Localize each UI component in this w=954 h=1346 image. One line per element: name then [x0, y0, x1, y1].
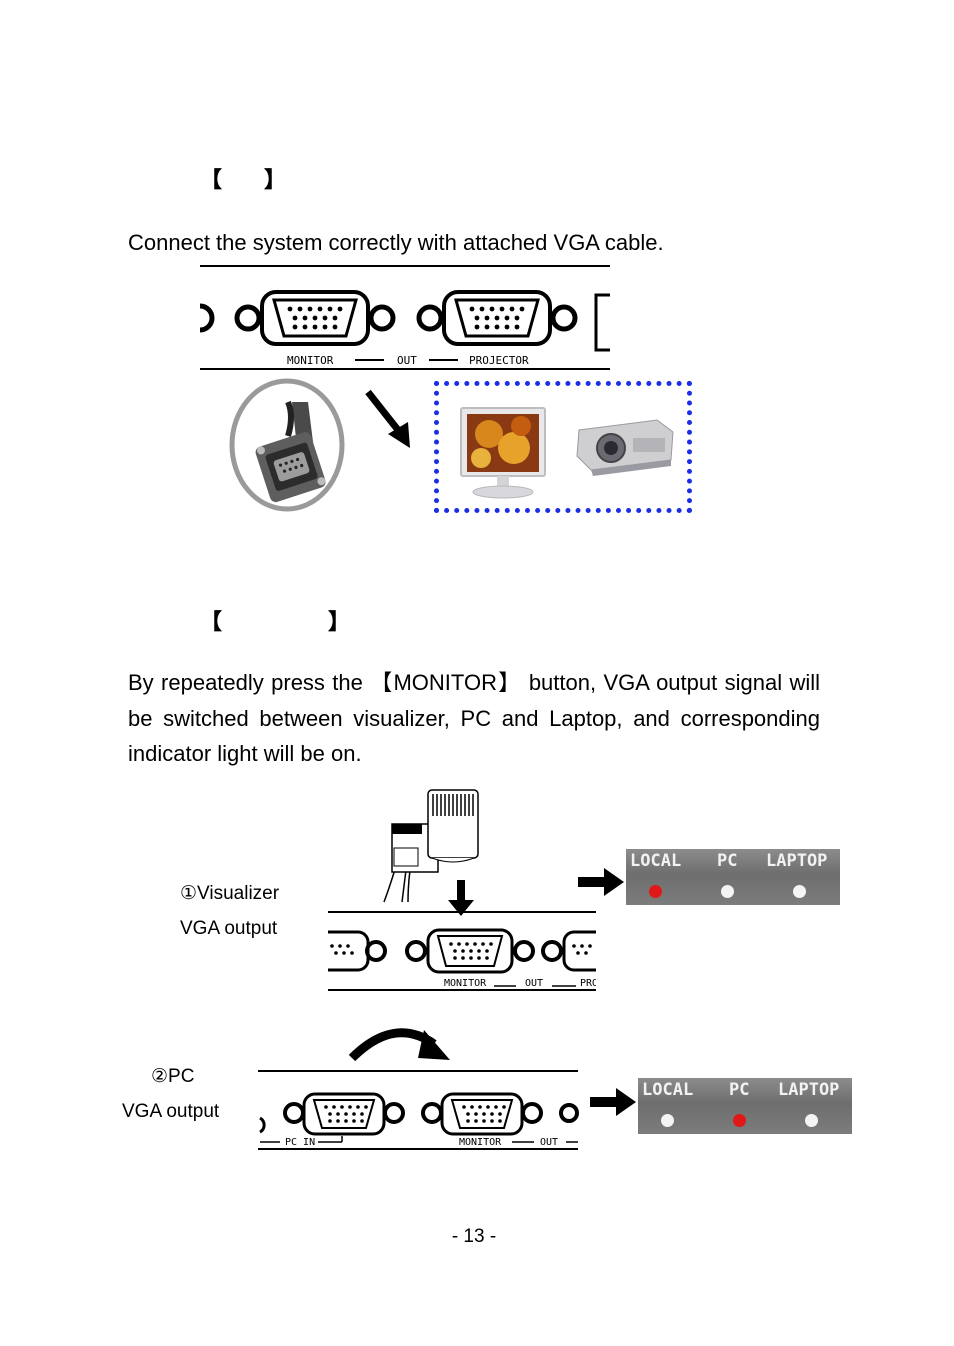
indicator-panel-step1: LOCAL PC LAPTOP: [626, 849, 840, 905]
bracket-close: 】: [328, 610, 351, 635]
local-label: LOCAL: [642, 1080, 694, 1100]
label-out: OUT: [540, 1137, 558, 1148]
connect-instruction: Connect the system correctly with attach…: [128, 230, 664, 255]
connection-arrow-icon: [365, 389, 410, 448]
label-monitor: MONITOR: [459, 1137, 502, 1148]
bracket-open: 【: [200, 610, 223, 635]
curved-arrow-icon: [348, 1028, 450, 1062]
local-led: [649, 885, 662, 898]
page-number: - 13 -: [451, 1226, 497, 1247]
step1-label: ①Visualizer VGA output: [180, 876, 340, 946]
section1-heading: 【 】: [200, 162, 290, 194]
laptop-label: LAPTOP: [766, 851, 828, 871]
pc-label: PC: [717, 851, 738, 871]
right-arrow-icon: [578, 868, 624, 896]
bracket-open: 【: [200, 168, 223, 193]
local-label: LOCAL: [630, 851, 682, 871]
lcd-monitor-image: [460, 407, 546, 499]
step1-label-line1: ①Visualizer: [180, 883, 280, 904]
step1-label-line2: VGA output: [180, 918, 278, 939]
pc-label: PC: [729, 1080, 750, 1100]
label-pc-in: PC IN: [285, 1137, 315, 1148]
rear-panel-step2: PC IN MONITOR OUT: [258, 1070, 579, 1150]
visualizer-camera-image: [383, 789, 479, 903]
section2-heading: 【 】: [200, 604, 360, 636]
label-monitor: MONITOR: [287, 354, 334, 367]
label-out: OUT: [397, 354, 417, 367]
laptop-label: LAPTOP: [778, 1080, 840, 1100]
rear-panel-step1: MONITOR OUT PRO: [328, 911, 596, 991]
indicator-panel-step2: LOCAL PC LAPTOP: [638, 1078, 852, 1134]
display-devices-frame: [434, 381, 692, 513]
laptop-led: [805, 1114, 818, 1127]
step2-label-line2: VGA output: [122, 1101, 220, 1122]
local-led: [661, 1114, 674, 1127]
monitor-button-instruction: By repeatedly press the 【MONITOR】 button…: [128, 670, 820, 766]
vga-cable-plug-image: [229, 378, 345, 512]
pc-led: [721, 885, 734, 898]
right-arrow-icon: [590, 1088, 636, 1116]
pc-led: [733, 1114, 746, 1127]
bracket-close: 】: [264, 168, 287, 193]
step2-label-line1: ②PC: [151, 1066, 195, 1087]
step2-label: ②PC VGA output: [120, 1059, 260, 1129]
label-pro: PRO: [580, 978, 596, 989]
label-monitor: MONITOR: [444, 978, 487, 989]
laptop-led: [793, 885, 806, 898]
rear-panel-monitor-projector: MONITOR OUT PROJECTOR: [199, 265, 610, 370]
label-out: OUT: [525, 978, 543, 989]
projector-image: [576, 419, 674, 476]
down-arrow-icon: [448, 880, 474, 916]
label-projector: PROJECTOR: [469, 354, 529, 367]
